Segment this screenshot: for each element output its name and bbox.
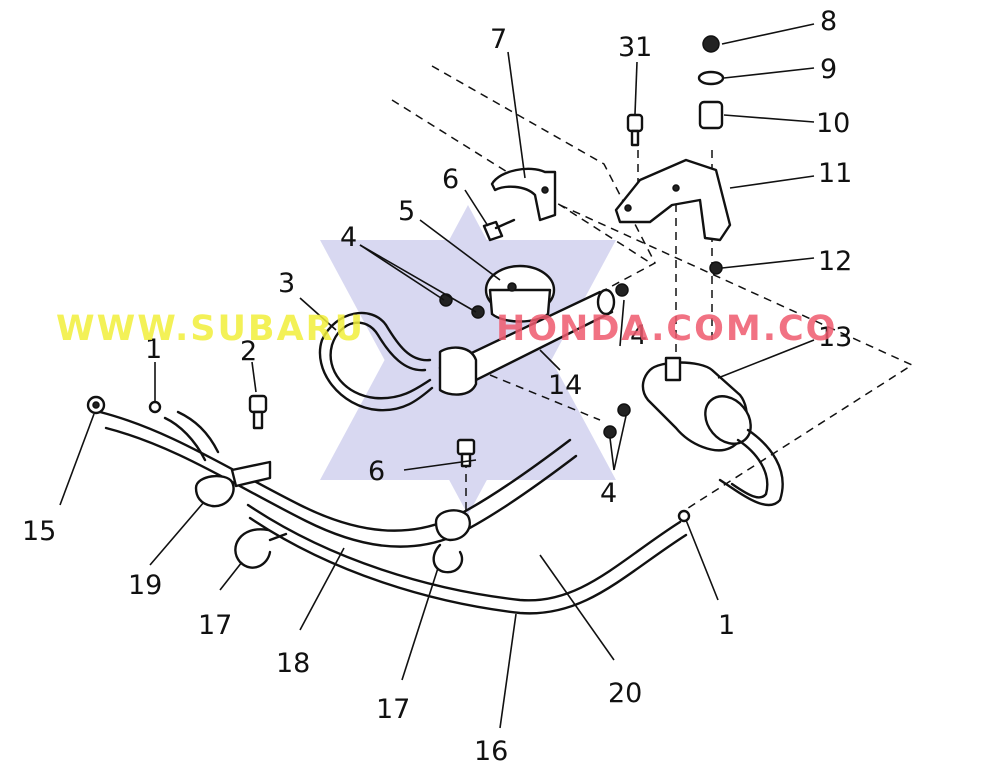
clip-17-left xyxy=(234,528,288,569)
fuel-pump-5 xyxy=(484,264,556,323)
bracket-7 xyxy=(490,167,557,222)
fuel-pipe-16 xyxy=(246,503,688,615)
callout-7: 7 xyxy=(490,24,507,55)
washer-9 xyxy=(697,70,725,86)
nut-4-lower xyxy=(603,283,631,439)
callout-1-right: 1 xyxy=(718,610,735,641)
clip-15 xyxy=(86,395,106,415)
callout-4-lower: 4 xyxy=(600,478,617,509)
watermark-text-part1: WWW.SUBARU xyxy=(56,309,365,349)
callout-20: 20 xyxy=(608,678,642,709)
clamp-19 xyxy=(194,460,272,508)
fuel-filter-13 xyxy=(641,356,784,507)
callout-2: 2 xyxy=(240,336,257,367)
nut-8 xyxy=(702,35,720,53)
watermark-text-part2: HONDA.COM.CO xyxy=(496,309,837,349)
stud-31 xyxy=(626,113,644,147)
callout-17-right: 17 xyxy=(376,694,410,725)
callout-14: 14 xyxy=(548,370,582,401)
fuel-pipe-18 xyxy=(98,410,578,548)
cushion-10 xyxy=(698,100,724,130)
callout-5: 5 xyxy=(398,196,415,227)
callout-8: 8 xyxy=(820,6,837,37)
leader-lines xyxy=(59,23,815,729)
clip-17-right xyxy=(432,543,464,574)
callout-16: 16 xyxy=(474,736,508,767)
callout-12: 12 xyxy=(818,246,852,277)
bolt-2 xyxy=(248,394,268,430)
callout-19: 19 xyxy=(128,570,162,601)
nut-4-upper xyxy=(439,293,485,319)
callout-4-middle: 4 xyxy=(630,320,647,351)
watermark-text: WWW.SUBARU HONDA.COM.CO xyxy=(56,309,837,349)
nut-12 xyxy=(709,261,723,275)
callout-17-left: 17 xyxy=(198,610,232,641)
callout-6-lower: 6 xyxy=(368,456,385,487)
callout-6-upper: 6 xyxy=(442,164,459,195)
callout-4-upper: 4 xyxy=(340,222,357,253)
callout-1-left: 1 xyxy=(145,334,162,365)
hose-3 xyxy=(318,311,434,412)
callout-31: 31 xyxy=(618,32,652,63)
callout-9: 9 xyxy=(820,54,837,85)
callout-labels: 1 1 2 3 4 4 4 5 6 6 7 8 9 10 11 12 13 14… xyxy=(22,6,852,767)
bracket-11 xyxy=(614,158,732,242)
callout-13: 13 xyxy=(818,322,852,353)
clamp-20 xyxy=(434,509,471,542)
callout-15: 15 xyxy=(22,516,56,547)
pipe-14 xyxy=(438,288,616,396)
bolt-6-upper xyxy=(482,218,516,242)
callout-3: 3 xyxy=(278,268,295,299)
clip-1-right xyxy=(677,509,691,523)
callout-11: 11 xyxy=(818,158,852,189)
callout-10: 10 xyxy=(816,108,850,139)
bolt-6-lower xyxy=(456,438,476,468)
callout-18: 18 xyxy=(276,648,310,679)
clip-1-left xyxy=(148,400,162,414)
